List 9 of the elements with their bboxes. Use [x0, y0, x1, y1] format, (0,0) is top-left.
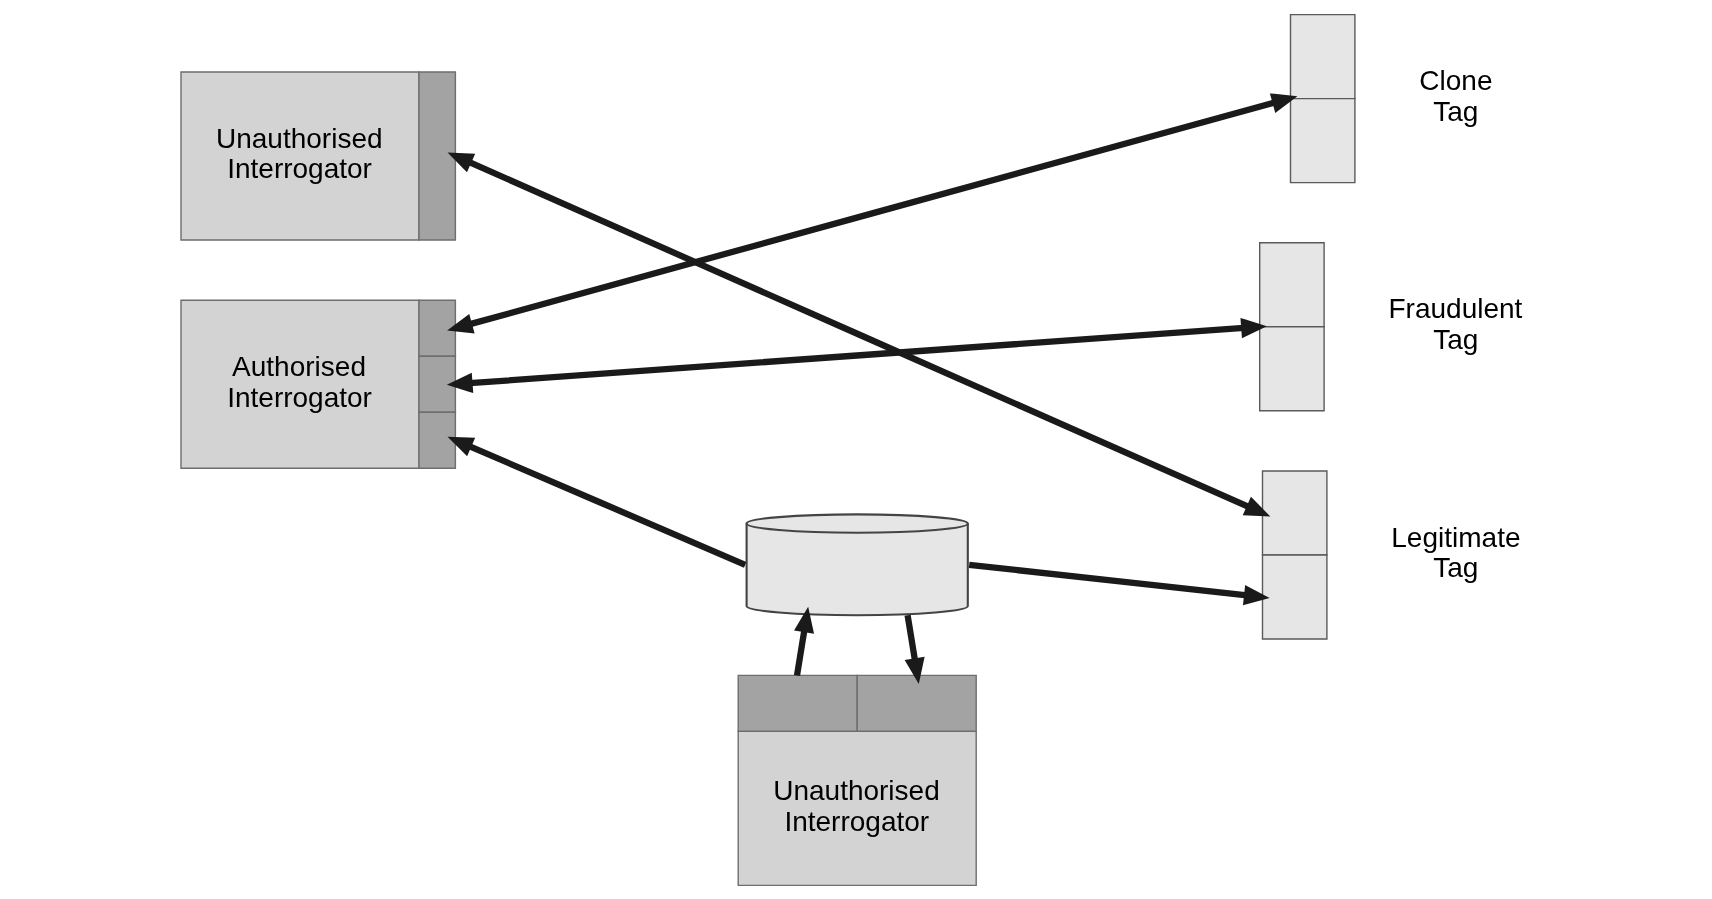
- node-label: Legitimate Tag: [1390, 521, 1520, 583]
- arrow: [904, 614, 925, 684]
- arrow: [446, 317, 1267, 393]
- arrow: [446, 92, 1297, 333]
- arrow: [447, 436, 746, 568]
- arrow: [447, 152, 1270, 516]
- arrow: [968, 561, 1270, 605]
- node-label: Fraudulent Tag: [1388, 292, 1522, 355]
- node-label: Clone Tag: [1418, 64, 1492, 127]
